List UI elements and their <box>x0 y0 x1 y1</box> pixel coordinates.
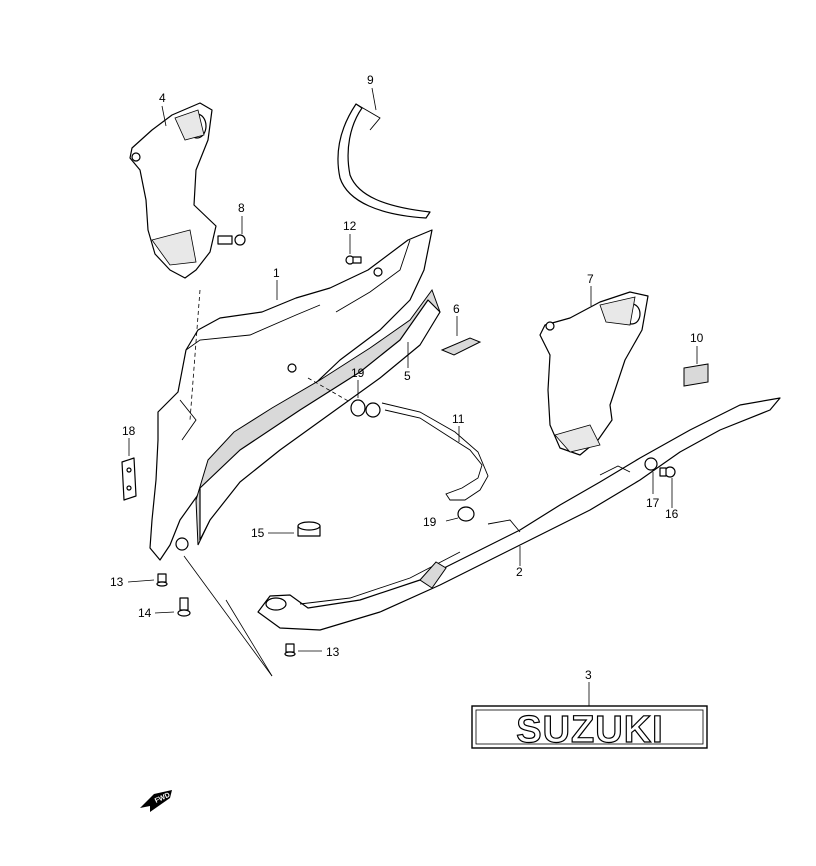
callout-17: 17 <box>646 496 660 510</box>
callout-1: 1 <box>273 266 280 280</box>
part-13-rivet-left <box>156 573 168 587</box>
part-5-heat-shield <box>199 299 441 541</box>
part-4-inner-panel-left <box>129 102 217 279</box>
callout-2: 2 <box>516 565 523 579</box>
part-12-screw <box>345 255 362 265</box>
callout-labels: 4 9 8 12 1 6 7 10 5 19 11 18 15 19 2 17 … <box>110 73 704 682</box>
fwd-arrow-icon: FWD <box>140 790 172 812</box>
callout-9: 9 <box>367 73 374 87</box>
part-15-grommet <box>297 521 321 537</box>
part-17-spacer <box>644 457 658 471</box>
part-2-under-cowling-right <box>257 397 781 631</box>
callout-19-upper: 19 <box>351 366 365 380</box>
callout-13-left: 13 <box>110 575 124 589</box>
callout-3: 3 <box>585 668 592 682</box>
part-18-bracket <box>121 457 137 501</box>
part-7-inner-panel-right <box>539 291 649 456</box>
callout-13-bottom: 13 <box>326 645 340 659</box>
callout-18: 18 <box>122 424 136 438</box>
part-11-bracket <box>365 402 489 501</box>
emblem-text: SUZUKI <box>516 709 663 751</box>
callout-5: 5 <box>404 369 411 383</box>
part-14-screw <box>177 597 191 617</box>
part-19-grommet-upper <box>350 399 366 417</box>
part-1-under-cowling-left <box>149 229 441 561</box>
part-19-grommet-lower <box>457 506 475 522</box>
callout-7: 7 <box>587 272 594 286</box>
part-6-pad <box>440 337 482 356</box>
callout-10: 10 <box>690 331 704 345</box>
part-9-trim-strip <box>337 103 431 219</box>
callout-16: 16 <box>665 507 679 521</box>
part-13-rivet-bottom <box>284 643 296 657</box>
callout-11: 11 <box>452 412 465 426</box>
part-8-screw <box>217 234 246 246</box>
callout-19-lower: 19 <box>423 515 437 529</box>
callout-4: 4 <box>159 91 166 105</box>
assembly-lines <box>183 289 351 677</box>
callout-14: 14 <box>138 606 152 620</box>
part-16-bolt <box>659 466 676 478</box>
leader-lines <box>127 87 698 706</box>
part-10-label <box>683 363 709 387</box>
callout-6: 6 <box>453 302 460 316</box>
part-3-emblem: SUZUKI <box>471 705 708 752</box>
callout-15: 15 <box>251 526 265 540</box>
callout-8: 8 <box>238 201 245 215</box>
callout-12: 12 <box>343 219 357 233</box>
